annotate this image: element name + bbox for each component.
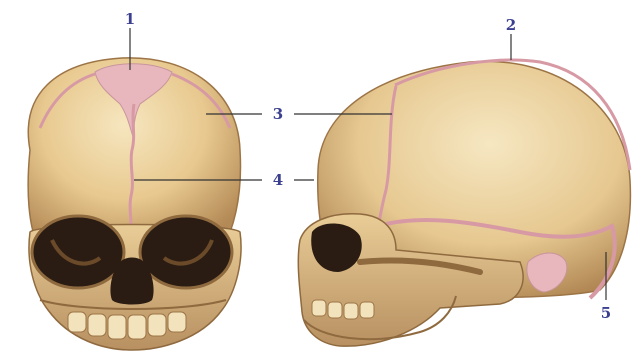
callout-4: 4 bbox=[273, 171, 283, 189]
lateral-view-skull bbox=[298, 60, 630, 346]
callout-2: 2 bbox=[506, 16, 516, 34]
frontal-view-skull bbox=[28, 58, 241, 350]
callout-1: 1 bbox=[125, 10, 135, 28]
callout-3: 3 bbox=[273, 105, 283, 123]
callout-5: 5 bbox=[601, 304, 611, 322]
left-orbit bbox=[32, 216, 124, 288]
right-orbit bbox=[140, 216, 232, 288]
